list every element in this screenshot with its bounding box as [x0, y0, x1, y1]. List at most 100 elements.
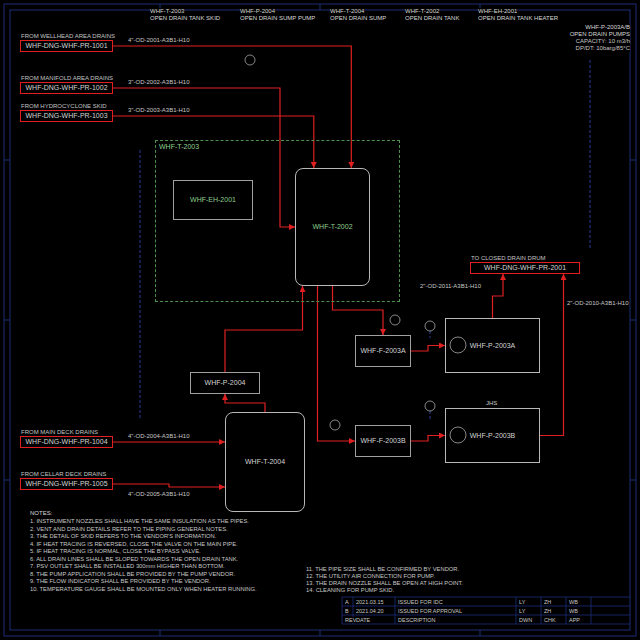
process-line [411, 436, 445, 442]
process-line [113, 88, 295, 227]
drawing-part [4, 480, 10, 481]
table-cell: ZH [544, 608, 551, 614]
table-cell: DWN [519, 617, 532, 623]
drawing-part [342, 597, 630, 598]
equipment-tag: WHF-F-2003A [359, 347, 406, 355]
note-text: 8. THE PUMP APPLICATION SHALL BE PROVIDE… [30, 571, 235, 577]
line-label: 3"-OD-2002-A3B1-H10 [128, 79, 190, 86]
table-cell: ISSUED FOR IDC [398, 599, 443, 605]
note-text: 14. CLEANING FOR PUMP SKID. [306, 587, 394, 593]
drawing-part [630, 160, 636, 161]
offpage-connector: FROM MAIN DECK DRAINSWHF-DNG-WHF-PR-1004 [20, 436, 113, 448]
note-text: 11. THE PIPE SIZE SHALL BE CONFIRMED BY … [306, 566, 459, 572]
drawing-part [630, 320, 636, 321]
line-label: 3"-OD-2003-A3B1-H10 [128, 107, 190, 114]
line-label: WHF-P-2003A/B [585, 24, 630, 31]
process-line [113, 484, 225, 487]
table-cell: 2021.03.15 [356, 599, 384, 605]
table-cell: APP [569, 617, 580, 623]
equipment-tag: WHF-T-2004 [244, 458, 286, 466]
table-cell: CHK [544, 617, 556, 623]
drawing-part [342, 597, 343, 624]
pump-box: WHF-P-2003B [445, 408, 540, 463]
line-label: WHF-EH-2001 [478, 8, 517, 15]
note-text: 9. THE FLOW INDICATOR SHALL BE PROVIDED … [30, 578, 211, 584]
port-heading: FROM CELLAR DECK DRAINS [21, 471, 106, 478]
drawing-part [320, 4, 321, 10]
equipment-tag: WHF-EH-2001 [189, 196, 237, 204]
drawing-part [342, 597, 630, 624]
drawing-part [4, 320, 10, 321]
drawing-part [516, 597, 517, 624]
drawing-part [4, 4, 636, 636]
note-text: 4. IF HEAT TRACING IS REVERSED, CLOSE TH… [30, 541, 238, 547]
vessel: WHF-T-2004 [225, 412, 305, 512]
drawing-part [395, 597, 396, 624]
table-cell: 2021.04.20 [356, 608, 384, 614]
note-text: 2. VENT AND DRAIN DETAILS REFER TO THE P… [30, 526, 228, 532]
table-cell: WB [569, 608, 578, 614]
line-label: 2"-OD-2011-A3B1-H10 [420, 283, 481, 290]
drawing-part [330, 420, 340, 430]
table-cell: DATE [356, 617, 370, 623]
table-cell: A [345, 599, 349, 605]
port-heading: TO CLOSED DRAIN DRUM [471, 255, 546, 262]
note-text: 7. PSV OUTLET SHALL BE INSTALLED 300mm H… [30, 563, 225, 569]
equipment-box: WHF-F-2003B [355, 425, 411, 457]
table-cell: LY [519, 608, 525, 614]
table-cell: REV [345, 617, 356, 623]
drawing-part [140, 60, 590, 420]
process-line [113, 441, 225, 442]
table-cell: ISSUED FOR APPROVAL [398, 608, 462, 614]
equipment-tag: WHF-DNG-WHF-PR-1001 [24, 42, 108, 50]
offpage-connector: FROM MANIFOLD AREA DRAINSWHF-DNG-WHF-PR-… [20, 82, 113, 94]
note-text: 10. TEMPERATURE GAUGE SHALL BE MOUNTED O… [30, 586, 257, 592]
pump-box: WHF-P-2003A [445, 318, 540, 373]
line-label: OPEN DRAIN SUMP [330, 15, 386, 22]
process-line [225, 286, 303, 372]
drawing-part [430, 411, 431, 420]
equipment-box: WHF-EH-2001 [173, 180, 253, 220]
drawing-part [160, 630, 161, 636]
table-cell: B [345, 608, 349, 614]
drawing-part [140, 150, 141, 420]
line-label: CAPACITY: 10 m3/h [576, 38, 630, 45]
drawing-part [480, 630, 481, 636]
process-line [113, 46, 351, 168]
offpage-connector: FROM CELLAR DECK DRAINSWHF-DNG-WHF-PR-10… [20, 478, 113, 490]
line-label: JHS [486, 400, 497, 407]
drawing-part [342, 624, 630, 625]
drawing-part [4, 4, 636, 636]
equipment-tag: WHF-DNG-WHF-PR-1003 [24, 112, 108, 120]
offpage-connector: FROM WELLHEAD AREA DRAINSWHF-DNG-WHF-PR-… [20, 40, 113, 52]
port-heading: FROM MAIN DECK DRAINS [21, 429, 98, 436]
drawing-part [450, 337, 466, 353]
line-label: 4"-OD-2004-A3B1-H10 [128, 433, 190, 440]
equipment-box: WHF-P-2004 [190, 372, 260, 394]
drawing-part [390, 315, 400, 325]
line-label: WHF-T-2004 [330, 8, 364, 15]
line-label: OPEN DRAIN PUMPS [570, 31, 630, 38]
port-heading: FROM WELLHEAD AREA DRAINS [21, 33, 115, 40]
drawing-part [10, 10, 630, 630]
drawing-part [590, 60, 591, 250]
line-label: OPEN DRAIN TANK SKID [150, 15, 220, 22]
drawing-part [342, 615, 630, 616]
offpage-connector: TO CLOSED DRAIN DRUMWHF-DNG-WHF-PR-2001 [470, 262, 580, 274]
process-line [493, 274, 504, 318]
equipment-tag: WHF-P-2003A [469, 342, 517, 350]
equipment-box: WHF-F-2003A [355, 335, 411, 367]
note-text: 13. THE DRAIN NOZZLE SHALL BE OPEN AT HI… [306, 580, 463, 586]
process-line [411, 346, 445, 352]
port-heading: FROM HYDROCYCLONE SKID [21, 103, 107, 110]
drawing-part [591, 597, 592, 624]
note-text: 5. IF HEAT TRACING IS NORMAL, CLOSE THE … [30, 548, 201, 554]
drawing-part [320, 630, 321, 636]
drawing-part [425, 321, 435, 331]
drawing-part [425, 401, 435, 411]
drawing-part [630, 480, 636, 481]
note-text: 6. ALL DRAIN LINES SHALL BE SLOPED TOWAR… [30, 556, 238, 562]
line-label: OPEN DRAIN TANK HEATER [478, 15, 558, 22]
drawing-part [245, 55, 466, 443]
